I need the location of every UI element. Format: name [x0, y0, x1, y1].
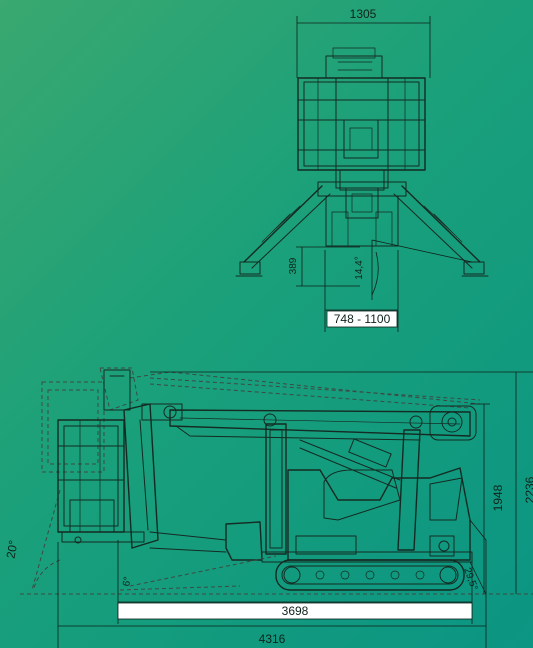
side-basket	[57, 419, 145, 544]
dimension-height-front: 389	[288, 246, 360, 287]
angle-label: 14,4°	[354, 256, 365, 279]
dimension-stowed-height: 1948	[470, 403, 505, 594]
stowed-height-label: 1948	[491, 484, 505, 511]
front-outriggers	[235, 185, 489, 277]
dimension-track-length: 3698	[117, 540, 473, 624]
dimension-angle-front: 14,4°	[354, 239, 473, 300]
side-view: 20° 6° 29,5° 1948 2236 3698 4316	[4, 367, 533, 648]
dimension-total-height: 2236	[150, 371, 533, 594]
side-turret	[287, 467, 471, 561]
side-tracks	[275, 559, 465, 591]
track-length-label: 3698	[282, 604, 309, 618]
total-height-label: 2236	[523, 476, 533, 503]
overall-length-label: 4316	[259, 632, 286, 646]
width-label: 1305	[350, 7, 377, 21]
side-main-boom	[169, 405, 477, 441]
side-ground-lines	[20, 519, 533, 595]
side-view-extended-position	[31, 367, 481, 591]
dimension-overall-length: 4316	[57, 542, 487, 648]
front-basket	[297, 47, 426, 171]
side-base	[149, 521, 473, 563]
angle-20-label: 20°	[4, 539, 21, 560]
angle-6-label: 6°	[121, 576, 133, 587]
front-base	[317, 181, 407, 247]
dimension-width-front: 1305	[296, 7, 431, 78]
side-jib	[103, 369, 183, 549]
front-view: 1305	[235, 7, 489, 332]
footprint-label: 748 - 1100	[334, 312, 391, 326]
height-label: 389	[288, 257, 299, 274]
side-column	[265, 423, 421, 555]
front-mast	[335, 77, 389, 219]
dimension-footprint-front: 748 - 1100	[324, 250, 399, 332]
